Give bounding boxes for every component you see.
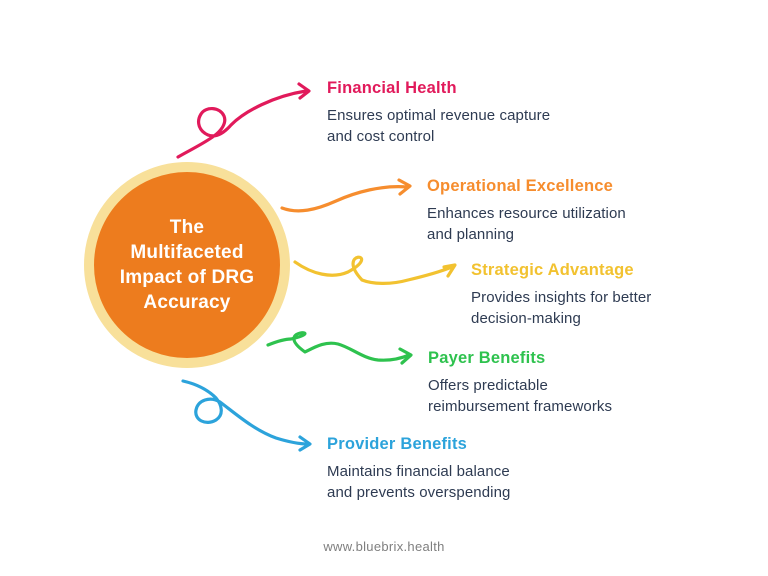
item-operational-excellence: Operational Excellence Enhances resource… — [427, 176, 626, 245]
item-title: Payer Benefits — [428, 349, 546, 367]
circle-title-line: Accuracy — [143, 292, 231, 313]
item-title: Strategic Advantage — [471, 261, 634, 279]
circle-title-line: The — [169, 217, 205, 238]
payer-benefits-arrow — [266, 331, 413, 365]
item-title: Operational Excellence — [427, 177, 613, 195]
item-provider-benefits: Provider Benefits Maintains financial ba… — [327, 434, 510, 503]
financial-health-arrow — [176, 82, 311, 159]
central-circle-title: The Multifaceted Impact of DRG Accuracy — [120, 215, 255, 315]
circle-title-line: Impact of DRG — [119, 267, 255, 288]
item-title: Provider Benefits — [327, 435, 468, 453]
item-strategic-advantage: Strategic Advantage Provides insights fo… — [471, 260, 651, 329]
item-title: Financial Health — [327, 79, 457, 97]
website-url: www.bluebrix.health — [323, 539, 445, 554]
circle-title-line: Multifaceted — [130, 242, 244, 263]
strategic-advantage-arrow — [293, 255, 457, 285]
operational-excellence-arrow — [280, 178, 412, 213]
central-circle: The Multifaceted Impact of DRG Accuracy — [84, 162, 290, 368]
item-financial-health: Financial Health Ensures optimal revenue… — [327, 78, 550, 147]
provider-benefits-arrow — [181, 379, 312, 452]
